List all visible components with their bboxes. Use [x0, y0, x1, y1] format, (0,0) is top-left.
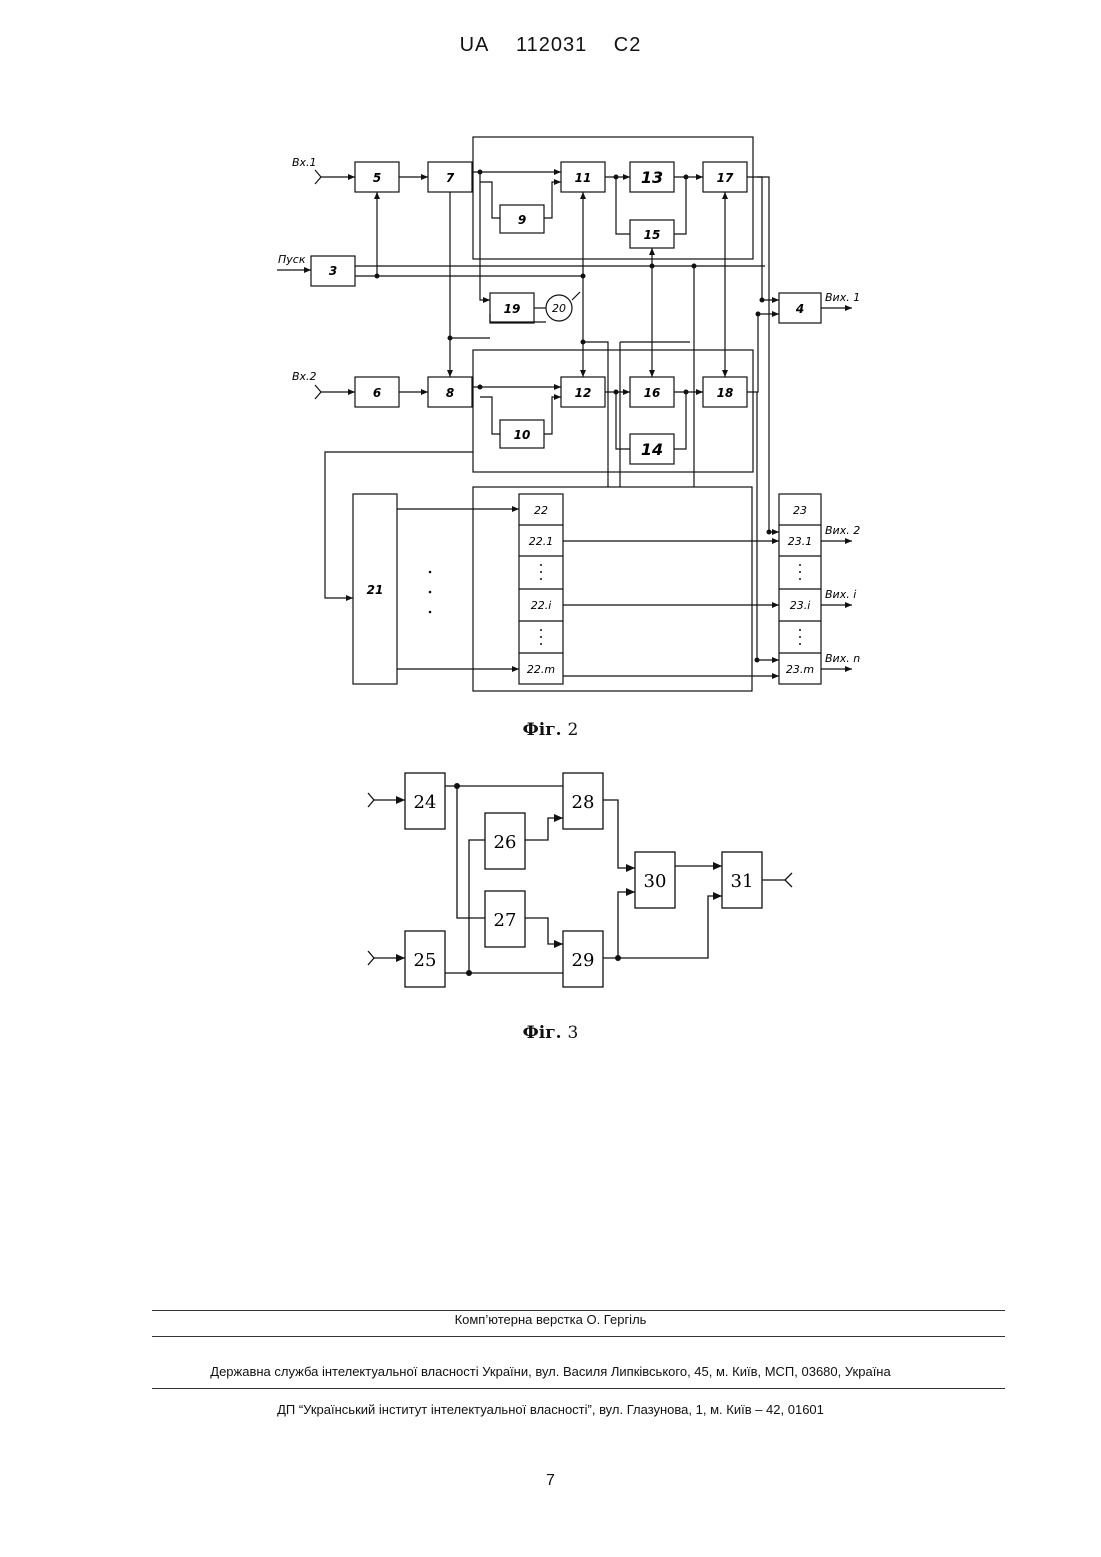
- block-30-label: 30: [644, 871, 667, 892]
- footer-rule-top: [152, 1310, 1005, 1311]
- block-29-label: 29: [572, 950, 595, 971]
- page-number: 7: [0, 1472, 1101, 1490]
- footer-layout-credit: Комп’ютерна верстка О. Гергіль: [0, 1312, 1101, 1327]
- block-25-label: 25: [414, 950, 437, 971]
- figure-3-caption-number: 3: [568, 1023, 579, 1043]
- footer-institute-address: ДП “Український інститут інтелектуальної…: [0, 1402, 1101, 1417]
- footer-rule-bottom: [152, 1388, 1005, 1389]
- block-28-label: 28: [572, 792, 595, 813]
- block-27-label: 27: [494, 910, 517, 931]
- footer-rule-middle: [152, 1336, 1005, 1337]
- figure-3-block-diagram: 24 25 26 27 28 29 30 31: [0, 0, 1101, 1010]
- figure-3-caption-word: Фіг.: [523, 1023, 562, 1043]
- block-31-label: 31: [731, 871, 754, 892]
- footer-service-address: Державна служба інтелектуальної власност…: [0, 1364, 1101, 1379]
- block-24-label: 24: [414, 792, 437, 813]
- figure-3-caption: Фіг. 3: [0, 1023, 1101, 1043]
- block-26-label: 26: [494, 832, 517, 853]
